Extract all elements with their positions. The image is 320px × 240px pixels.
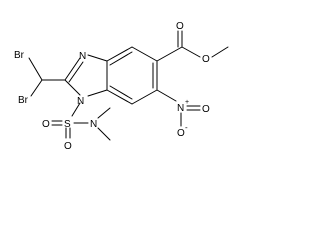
atom-o-sulfonyl-bottom: O bbox=[64, 141, 72, 152]
bond-c-br-top bbox=[28, 57, 43, 81]
bond-lines bbox=[28, 30, 229, 141]
atom-n-sulfonyl-ring: N bbox=[77, 96, 84, 107]
atom-o-nitro-right: O bbox=[202, 104, 210, 115]
atom-labels: Br Br N N S O O N O O N + O O - bbox=[14, 21, 210, 152]
bond-c-br-bottom bbox=[30, 79, 43, 97]
atom-o-sulfonyl-left: O bbox=[42, 119, 50, 130]
bond-carbonyl-o-ether bbox=[181, 46, 201, 58]
charge-plus-nitro: + bbox=[185, 99, 189, 106]
atom-s-sulfonyl: S bbox=[64, 119, 71, 130]
bond-c4-c5 bbox=[131, 46, 158, 62]
bond-c6-c7 bbox=[131, 89, 158, 105]
bond-c5-carbonyl bbox=[156, 46, 183, 62]
bond-n1-c2 bbox=[64, 79, 81, 96]
bond-n3-c3a bbox=[87, 54, 108, 62]
atom-o-ester-ether: O bbox=[202, 54, 210, 65]
bond-c7a-n1 bbox=[87, 89, 108, 97]
bond-c2-n3 bbox=[64, 57, 81, 81]
bond-n-methyl-bottom bbox=[97, 127, 111, 141]
atom-n-nitro: N bbox=[177, 103, 184, 114]
atom-n-imidazole: N bbox=[79, 51, 86, 62]
bond-c7-c7a-double bbox=[109, 85, 133, 100]
bond-o-methyl bbox=[211, 46, 229, 58]
bond-c7-c7a bbox=[106, 89, 133, 105]
bond-c3a-c4 bbox=[106, 46, 133, 62]
atom-o-ester-carbonyl: O bbox=[176, 21, 184, 32]
chemical-structure-diagram: Br Br N N S O O N O O N + O O - bbox=[14, 21, 229, 152]
charge-minus-nitro: - bbox=[185, 123, 188, 132]
bond-c2-n3-double bbox=[68, 61, 84, 83]
bond-n1-s bbox=[71, 102, 81, 117]
bond-c3a-c4-double bbox=[109, 51, 133, 66]
atom-br-top: Br bbox=[14, 50, 25, 61]
atom-o-nitro-bottom: O bbox=[177, 128, 185, 139]
atom-n-dimethylamino: N bbox=[90, 119, 97, 130]
atom-br-bottom: Br bbox=[18, 95, 29, 106]
bond-c6-n-nitro bbox=[156, 89, 177, 102]
bond-n-methyl-top bbox=[97, 107, 111, 119]
